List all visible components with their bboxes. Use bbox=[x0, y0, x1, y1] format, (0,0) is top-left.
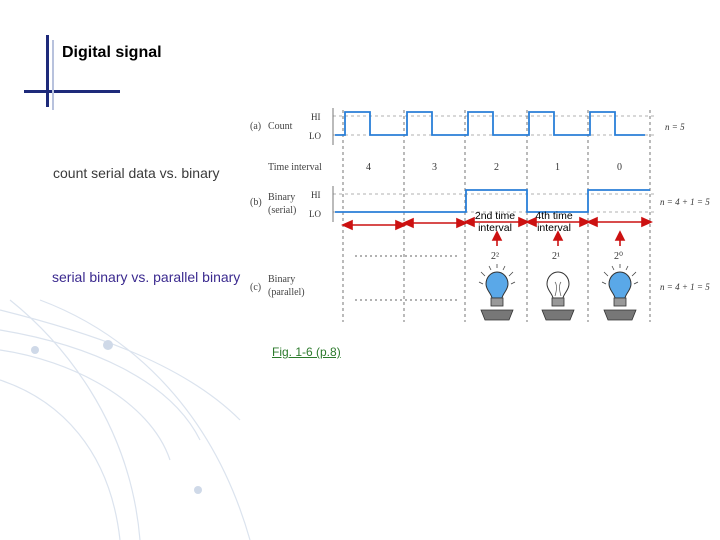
highlight-2nd-interval: 2nd time interval bbox=[474, 210, 516, 234]
time-interval-label: Time interval bbox=[268, 162, 322, 173]
light-bulb-lit-icon bbox=[601, 264, 639, 321]
highlight-4th-interval: 4th time interval bbox=[535, 210, 573, 234]
hi-label: HI bbox=[311, 190, 321, 200]
interval-arrows bbox=[341, 216, 653, 231]
panel-b-tag: (b) bbox=[250, 197, 262, 208]
panel-b-name: Binary bbox=[268, 192, 295, 203]
swirl-dot bbox=[194, 486, 202, 494]
panel-b-n-label: n = 4 + 1 = 5 bbox=[660, 197, 710, 207]
slide-title: Digital signal bbox=[62, 44, 162, 61]
interval-dividers bbox=[342, 110, 651, 322]
panel-c-subname: (parallel) bbox=[268, 287, 305, 298]
interval-value: 0 bbox=[617, 162, 622, 173]
bulb-weight: 2¹ bbox=[552, 251, 560, 262]
serial-binary-waveform bbox=[335, 189, 650, 213]
hi-label: HI bbox=[311, 112, 321, 122]
bulb-weight: 2⁰ bbox=[614, 251, 623, 262]
interval-value: 2 bbox=[494, 162, 499, 173]
interval-value: 3 bbox=[432, 162, 437, 173]
figure-caption-link[interactable]: Fig. 1-6 (p.8) bbox=[272, 345, 341, 359]
panel-c-n-label: n = 4 + 1 = 5 bbox=[660, 282, 710, 292]
count-waveform bbox=[335, 111, 645, 136]
note-count-vs-binary: count serial data vs. binary bbox=[53, 165, 220, 181]
light-bulb-off-icon bbox=[541, 271, 575, 321]
lo-label: LO bbox=[309, 131, 321, 141]
bulb-pointer-arrows bbox=[491, 230, 626, 246]
lo-label: LO bbox=[309, 209, 321, 219]
interval-value: 4 bbox=[366, 162, 371, 173]
interval-value: 1 bbox=[555, 162, 560, 173]
bulb-weight: 2² bbox=[491, 251, 499, 262]
note-serial-vs-parallel: serial binary vs. parallel binary bbox=[52, 269, 241, 285]
panel-a-tag: (a) bbox=[250, 121, 261, 132]
panel-a-name: Count bbox=[268, 121, 293, 132]
panel-a-n-label: n = 5 bbox=[665, 122, 685, 132]
background-swirl bbox=[0, 299, 251, 540]
panel-c-name: Binary bbox=[268, 274, 295, 285]
swirl-dot bbox=[103, 340, 113, 350]
panel-c-tag: (c) bbox=[250, 282, 261, 293]
swirl-dot bbox=[31, 346, 39, 354]
title-accent-bracket bbox=[24, 35, 120, 110]
light-bulb-lit-icon bbox=[478, 264, 516, 321]
panel-b-subname: (serial) bbox=[268, 205, 296, 216]
